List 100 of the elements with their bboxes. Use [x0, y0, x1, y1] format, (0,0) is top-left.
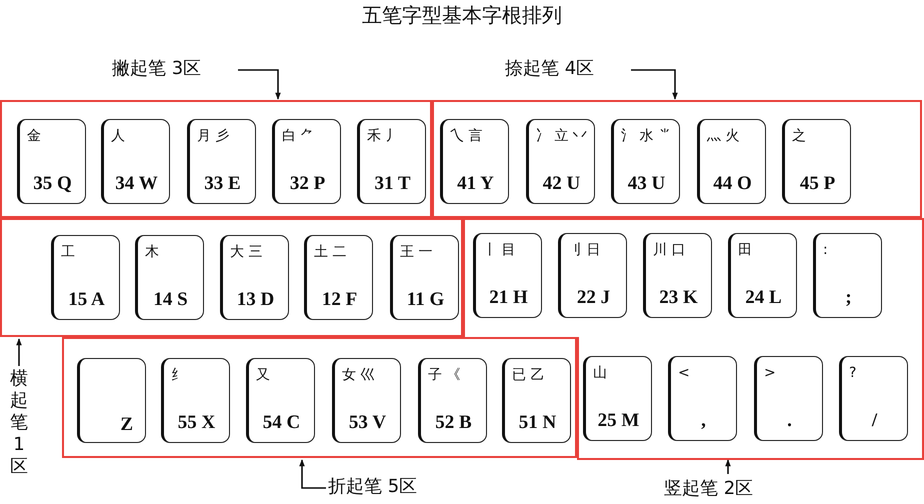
radical-glyphs: 川 口 — [653, 241, 686, 260]
key-code: 34 W — [114, 173, 159, 195]
key-cap — [697, 119, 766, 204]
key-code: 13 D — [236, 289, 276, 311]
zone-frame — [62, 337, 577, 458]
radical-glyphs: 灬 火 — [707, 127, 740, 146]
key-code: 23 K — [658, 287, 699, 309]
key-code: . — [786, 410, 793, 432]
radical-glyphs: 月 彡 — [197, 127, 230, 146]
radical-glyphs: 土 二 — [314, 243, 346, 262]
key-cap — [473, 233, 542, 318]
key-letter: Z — [120, 415, 133, 434]
key-cap — [135, 235, 204, 320]
key-code: 21 H — [488, 287, 529, 309]
key-code: 24 L — [744, 287, 783, 309]
key-cap — [246, 358, 315, 443]
key-code: 41 Y — [456, 173, 495, 195]
key-cap — [839, 356, 908, 441]
radical-glyphs: ? — [849, 364, 856, 383]
radical-glyphs: < — [678, 364, 690, 383]
key-code: 54 C — [262, 412, 302, 434]
radical-glyphs: 刂 日 — [568, 241, 600, 260]
key-cap — [813, 233, 882, 318]
key-code: 25 M — [596, 410, 640, 432]
radical-glyphs: 纟 — [171, 366, 185, 385]
zone-label: 撇起笔 3区 — [112, 56, 234, 84]
key-code: 31 T — [373, 173, 412, 195]
arrow — [16, 338, 22, 366]
key-code: 11 G — [406, 289, 446, 311]
key-cap — [161, 358, 230, 443]
radical-glyphs: 禾 丿 — [367, 127, 400, 146]
key-cap — [187, 119, 256, 204]
radical-glyphs: 子 《 — [428, 366, 460, 385]
key-cap — [611, 119, 680, 204]
radical-glyphs: 王 一 — [400, 243, 432, 262]
key-code: 22 J — [576, 287, 612, 309]
diagram-title: 五笔字型基本字根排列 — [361, 2, 563, 29]
radical-glyphs: 丨 目 — [483, 241, 516, 260]
radical-glyphs: 冫 立 丷 — [536, 127, 587, 146]
key-cap — [440, 119, 509, 204]
radical-glyphs: 乀 言 — [450, 127, 482, 146]
radical-glyphs: 又 — [256, 366, 270, 385]
radical-glyphs: 之 — [792, 127, 806, 146]
key-cap — [51, 235, 120, 320]
key-code: 52 B — [434, 412, 473, 434]
key-cap — [782, 119, 851, 204]
arrow — [725, 459, 731, 474]
zone-label: 横起笔 1区 — [8, 368, 30, 504]
key-code: 35 Q — [32, 173, 73, 195]
zone-label: 竖起笔 2区 — [664, 476, 794, 504]
key-code: 44 O — [712, 173, 753, 195]
key-cap — [643, 233, 712, 318]
key-code: 45 P — [798, 173, 836, 195]
key-code: 43 U — [626, 173, 666, 195]
key-code: 32 P — [288, 173, 326, 195]
key-code: ; — [844, 287, 853, 309]
key-cap — [304, 235, 373, 320]
zone-frame — [432, 100, 922, 218]
radical-glyphs: 氵 水 ⺌ — [621, 127, 672, 146]
key-cap — [526, 119, 595, 204]
key-code: 14 S — [152, 289, 189, 311]
key-code: 53 V — [348, 412, 388, 434]
radical-glyphs: 山 — [593, 364, 607, 383]
key-cap — [668, 356, 737, 441]
key-code: 33 E — [203, 173, 242, 195]
arrow — [631, 69, 678, 100]
zone-label: 捺起笔 4区 — [505, 56, 627, 84]
key-cap — [220, 235, 289, 320]
radical-glyphs: 金 — [27, 127, 41, 146]
arrow — [238, 69, 281, 100]
key-cap — [754, 356, 823, 441]
key-cap — [17, 119, 86, 204]
radical-glyphs: 女 巛 — [342, 366, 374, 385]
key-code: 55 X — [176, 412, 216, 434]
radical-glyphs: : — [823, 241, 828, 260]
radical-glyphs: 人 — [111, 127, 125, 146]
zone-label: 折起笔 5区 — [328, 474, 478, 502]
radical-glyphs: 木 — [145, 243, 159, 262]
key-cap — [357, 119, 426, 204]
key-cap — [272, 119, 341, 204]
radical-glyphs: 田 — [738, 241, 752, 260]
key-cap — [390, 235, 459, 320]
radical-glyphs: 白 ⺈ — [282, 127, 314, 146]
key-cap — [101, 119, 170, 204]
key-code: 12 F — [320, 289, 358, 311]
key-code: , — [700, 410, 707, 432]
radical-glyphs: 已 乙 — [512, 366, 544, 385]
radical-glyphs: 大 三 — [230, 243, 262, 262]
zone-frame — [0, 100, 432, 218]
key-code: 42 U — [542, 173, 582, 195]
key-cap — [583, 356, 652, 441]
key-code: 15 A — [67, 289, 106, 311]
radical-glyphs: > — [764, 364, 776, 383]
arrow — [299, 459, 326, 489]
key-code: 51 N — [518, 412, 558, 434]
key-cap — [418, 358, 487, 443]
key-cap — [77, 358, 146, 443]
key-cap — [502, 358, 571, 443]
key-code: / — [870, 410, 878, 432]
radical-glyphs: 工 — [61, 243, 75, 262]
